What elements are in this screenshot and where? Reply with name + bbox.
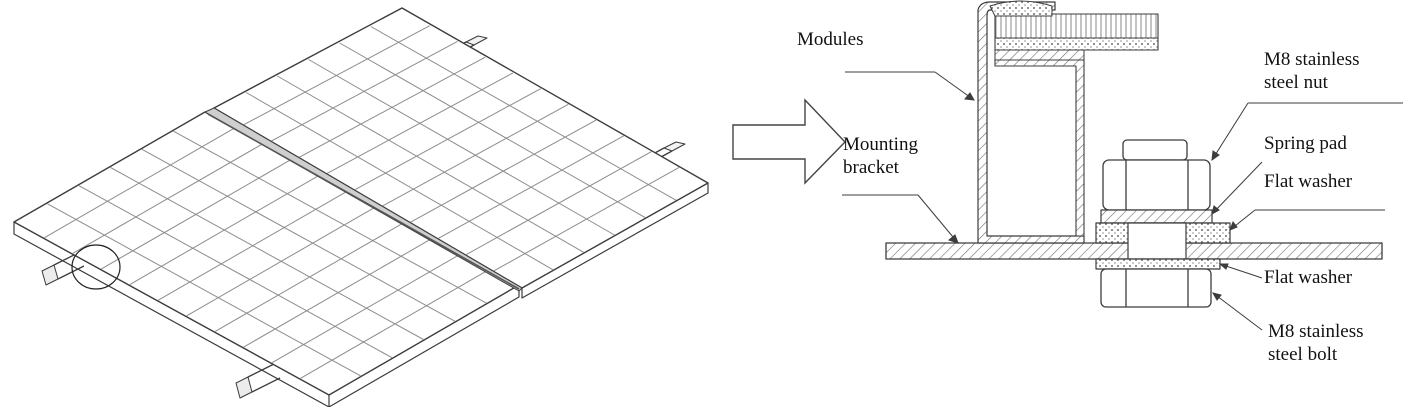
cell-grid-line xyxy=(271,253,462,364)
leader-lines xyxy=(842,71,1403,331)
m8-nut xyxy=(1102,139,1211,211)
detail-arrow xyxy=(732,98,846,185)
leader-spring-pad xyxy=(1211,161,1263,215)
cell-grid-line xyxy=(101,159,291,270)
cell-grid-line xyxy=(308,59,615,236)
cell-grid-line xyxy=(465,151,652,256)
module-frame-inner xyxy=(994,57,1085,237)
module-edge-seal xyxy=(989,0,1053,17)
bolt-shank xyxy=(1127,222,1187,260)
cell-grid-line xyxy=(326,72,514,175)
flat-washer-bottom xyxy=(1095,258,1221,270)
leader-bolt xyxy=(1212,292,1263,331)
mounting-rail-front-left xyxy=(41,251,85,286)
label-modules: Modules xyxy=(797,29,864,50)
m8-bolt-head xyxy=(1100,268,1212,308)
cell-grid-line xyxy=(339,42,646,219)
spring-pad xyxy=(1100,209,1213,224)
cell-grid-line xyxy=(298,56,486,158)
cell-grid-line xyxy=(158,190,348,301)
cell-grid-line xyxy=(47,203,361,377)
cell-grid-line xyxy=(300,268,490,379)
cell-grid-line xyxy=(277,75,584,253)
cell-grid-line xyxy=(243,237,433,348)
cell-grid-line xyxy=(242,25,430,126)
cell-grid-line xyxy=(270,41,458,142)
module-gap-clamp xyxy=(204,107,523,292)
module-left xyxy=(13,111,520,408)
module-frame-profile xyxy=(977,1,1085,244)
mounting-rail-front-bottom xyxy=(235,362,281,399)
label-flat-washer-top: Flat washer xyxy=(1264,171,1353,192)
cell-grid-line xyxy=(410,119,597,223)
solar-panel-array xyxy=(13,7,709,408)
clamp-cross-section xyxy=(885,0,1383,308)
cell-grid-line xyxy=(370,26,677,201)
cell-grid-line xyxy=(382,103,569,207)
cell-grid-line xyxy=(354,88,541,191)
cell-grid-line xyxy=(173,130,487,304)
detail-circle xyxy=(71,244,121,290)
label-m8-bolt: M8 stainless steel bolt xyxy=(1268,321,1364,365)
label-spring-pad: Spring pad xyxy=(1264,133,1347,154)
label-mounting-bracket: Mounting bracket xyxy=(843,134,918,178)
module-right xyxy=(213,7,709,299)
cell-grid-line xyxy=(245,92,554,271)
cell-grid-line xyxy=(72,143,263,254)
cell-grid-line xyxy=(44,128,234,239)
module-backsheet-layer xyxy=(994,37,1159,51)
cell-grid-line xyxy=(438,135,625,239)
module-lower-layer xyxy=(994,49,1085,61)
module-glass-layer xyxy=(994,13,1159,39)
cell-grid-line xyxy=(110,167,424,340)
label-m8-nut: M8 stainless steel nut xyxy=(1264,49,1360,93)
cell-grid-line xyxy=(78,185,393,359)
cell-grid-line xyxy=(141,148,456,322)
cell-grid-line xyxy=(214,222,405,332)
label-flat-washer-bottom: Flat washer xyxy=(1264,267,1353,288)
cell-grid-line xyxy=(493,166,680,272)
cell-grid-line xyxy=(186,206,376,317)
cell-grid-line xyxy=(129,175,320,285)
